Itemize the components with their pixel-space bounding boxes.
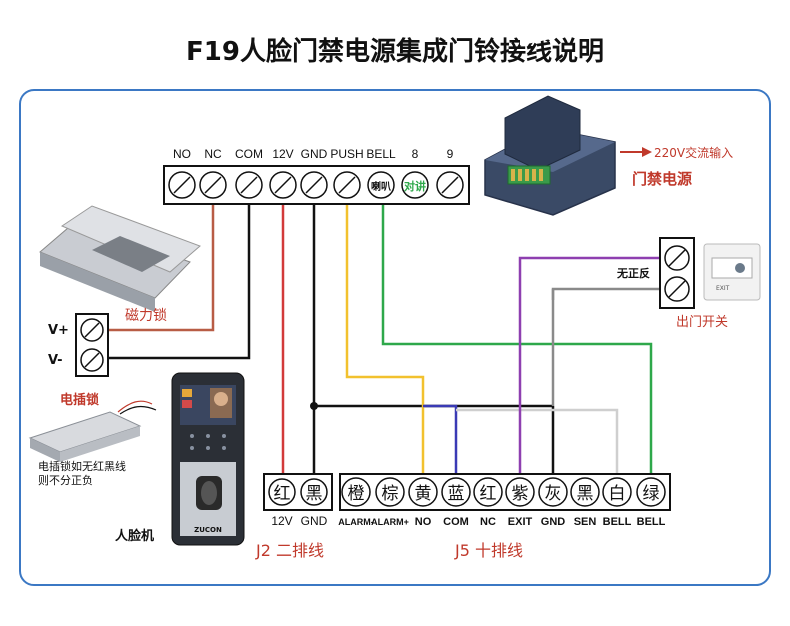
j5-pin-circle [441,477,471,507]
wire-com-to-maglock [108,200,251,360]
exit-button-text: EXIT [716,285,730,292]
j5-pin-circle [375,477,405,507]
j2-pin-circle [300,478,328,506]
terminal-label: 12V [272,147,293,161]
terminal-screw [168,171,196,199]
j2-connector: 红黑 12V GND [263,473,333,528]
terminal-label: PUSH [330,147,363,161]
j5-pin-circle [473,477,503,507]
j5-pin-color: 棕 [382,484,399,504]
j5-pin-label: COM [443,516,469,528]
j5-pin-label: ALARM- [338,517,374,527]
j5-pin-color: 橙 [348,484,365,504]
terminal-screw [401,171,429,199]
wire-bell-to-j5-green [381,200,653,474]
terminal-screw [269,171,297,199]
terminal-screw [235,171,263,199]
j5-connector: 橙棕黄蓝红紫灰黑白绿 ALARM-ALARM+ NO COM NC EXIT GND SEN… [338,473,671,528]
terminal-screw [300,171,328,199]
power-input-label: 220V交流输入 [654,145,733,160]
j5-pin-circle [341,477,371,507]
j5-pin-label: NO [415,516,432,528]
electric-bolt-note-2: 则不分正负 [38,473,93,487]
j5-pin-label: SEN [574,516,597,528]
j2-pin-label: GND [301,514,328,528]
exit-button-image [703,243,761,301]
exit-polarity-note: 无正反 [616,266,650,280]
j5-pin-color: 黄 [415,484,432,504]
j5-pin-label: GND [541,516,566,528]
face-terminal-brand: ZUCON [194,526,222,534]
j5-pin-circle [570,477,600,507]
electric-bolt-note-1: 电插锁如无红黑线 [38,459,126,473]
j5-pin-label: NC [480,516,496,528]
arrow-head [642,147,652,157]
wire-j5-white [456,408,619,474]
junction-dot [310,402,318,410]
wire-exit-purple [518,256,660,474]
j2-pin-label: 12V [271,514,292,528]
j5-pin-label: BELL [603,516,632,528]
j5-pin-label: BELL [637,516,666,528]
magnetic-lock-image [39,205,201,312]
magnetic-lock-name: 磁力锁 [125,308,167,324]
terminal-screw [436,171,464,199]
j2-pin-color: 红 [274,484,291,504]
j5-pin-color: 黑 [577,484,594,504]
j5-pin-color: 紫 [512,484,529,504]
terminal-label: BELL [366,147,396,161]
j5-pin-circle [505,477,535,507]
j2-pin-color: 黑 [306,484,323,504]
terminal-screw [199,171,227,199]
wire-push-to-j5-yellow [345,200,425,474]
power-supply-name: 门禁电源 [632,170,692,188]
terminal-label: NC [204,147,222,161]
j5-pin-color: 绿 [643,484,660,504]
maglock-terminal [75,313,109,377]
exit-button-terminal [659,237,695,309]
j5-pin-label: EXIT [508,516,533,528]
j5-pin-circle [408,477,438,507]
j5-title: J5 十排线 [454,541,523,560]
terminal-label: GND [301,147,328,161]
terminal-screw [333,171,361,199]
terminal-screw [367,171,395,199]
j2-pin-circle [268,478,296,506]
j2-title: J2 二排线 [255,541,324,560]
wire-j5-blue [423,404,458,474]
electric-bolt-image [28,400,157,462]
terminal-label: COM [235,147,263,161]
electric-bolt-name: 电插锁 [60,392,99,408]
j5-pin-circle [538,477,568,507]
j5-pin-color: 红 [480,484,497,504]
j5-pin-color: 白 [609,484,626,504]
maglock-pin-plus: V+ [48,323,69,338]
exit-button-name: 出门开关 [676,315,728,330]
terminal-label: 9 [447,147,454,161]
wire-nc-to-maglock [108,200,215,332]
j5-pin-color: 蓝 [448,484,465,504]
doorbell-screw-label: 喇叭 [371,180,391,193]
terminal-label: NO [173,147,191,161]
face-terminal-image [171,372,245,546]
j5-pin-circle [636,477,666,507]
j5-pin-label: ALARM+ [371,517,409,527]
power-supply-image [484,1,616,216]
terminal-label: 8 [412,147,419,161]
j5-pin-circle [602,477,632,507]
maglock-pin-minus: V- [48,353,63,368]
intercom-screw-label: 对讲 [404,179,426,193]
j5-pin-color: 灰 [545,484,562,504]
face-terminal-name: 人脸机 [115,528,154,544]
